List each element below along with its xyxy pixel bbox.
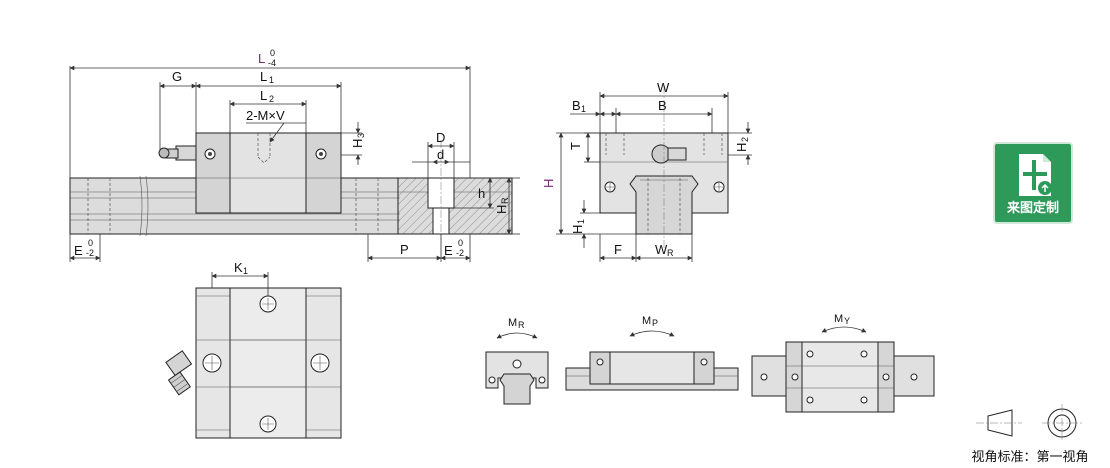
label-E-left-tol-upper: 0 — [88, 238, 93, 248]
label-H2-sub: 2 — [740, 137, 750, 142]
label-F: F — [614, 242, 622, 257]
label-MP: M — [642, 315, 651, 327]
label-H1-sub: 1 — [576, 219, 586, 224]
moment-diagram-MR: M R — [485, 317, 549, 405]
label-E-left: E — [74, 243, 83, 258]
label-L-tol-lower: -4 — [268, 58, 276, 68]
label-D: D — [436, 130, 445, 145]
label-G: G — [172, 69, 182, 84]
label-WR: W — [655, 242, 668, 257]
grease-nipple-front — [651, 144, 687, 164]
label-B: B — [658, 98, 667, 113]
label-K1: K — [234, 260, 243, 275]
label-tap-spec: 2-M×V — [246, 108, 285, 123]
projection-caption: 视角标准：第一视角 — [971, 449, 1089, 464]
first-angle-projection-icon — [976, 404, 1082, 442]
front-view: W B 1 B T H H 1 H 2 — [541, 80, 752, 262]
moment-diagram-MP: M P — [565, 315, 739, 391]
label-L: L — [258, 51, 265, 66]
label-L1: L — [260, 69, 267, 84]
drawing-upload-icon — [1019, 154, 1052, 196]
label-L1-sub: 1 — [269, 75, 274, 85]
label-L-tol-upper: 0 — [270, 48, 275, 58]
grease-nipple-side — [158, 145, 197, 161]
rail-section-hatch — [397, 177, 513, 235]
custom-drawing-badge[interactable]: 来图定制 — [993, 142, 1073, 224]
top-view: K 1 — [165, 260, 342, 439]
label-MY: M — [834, 313, 843, 325]
label-H3: H — [350, 139, 365, 148]
label-E-right-tol-upper: 0 — [458, 238, 463, 248]
side-view: L 0 -4 G L 1 L 2 2-M×V H 3 D — [69, 48, 520, 262]
label-B1: B — [572, 98, 581, 113]
label-P: P — [400, 242, 409, 257]
label-MP-sub: P — [652, 318, 658, 328]
label-H: H — [541, 179, 556, 188]
moment-diagram-MY: M Y — [751, 313, 935, 413]
label-MR: M — [508, 317, 517, 329]
label-HR: H — [494, 205, 509, 214]
label-WR-sub: R — [667, 248, 674, 258]
grease-nipple-top — [165, 350, 193, 396]
label-MY-sub: Y — [844, 316, 850, 326]
label-MR-sub: R — [518, 320, 525, 330]
label-L2-sub: 2 — [269, 94, 274, 104]
label-L2: L — [260, 88, 267, 103]
label-K1-sub: 1 — [243, 266, 248, 276]
label-E-right: E — [444, 243, 453, 258]
label-h: h — [478, 186, 485, 201]
custom-drawing-label: 来图定制 — [1006, 200, 1059, 215]
label-H1: H — [570, 225, 585, 234]
label-HR-sub: R — [500, 197, 510, 204]
label-E-left-tol-lower: -2 — [86, 248, 94, 258]
label-H2: H — [734, 143, 749, 152]
label-W: W — [657, 80, 670, 95]
label-d: d — [437, 147, 444, 162]
label-H3-sub: 3 — [356, 133, 366, 138]
label-B1-sub: 1 — [581, 104, 586, 114]
label-T: T — [568, 142, 583, 150]
label-E-right-tol-lower: -2 — [456, 248, 464, 258]
